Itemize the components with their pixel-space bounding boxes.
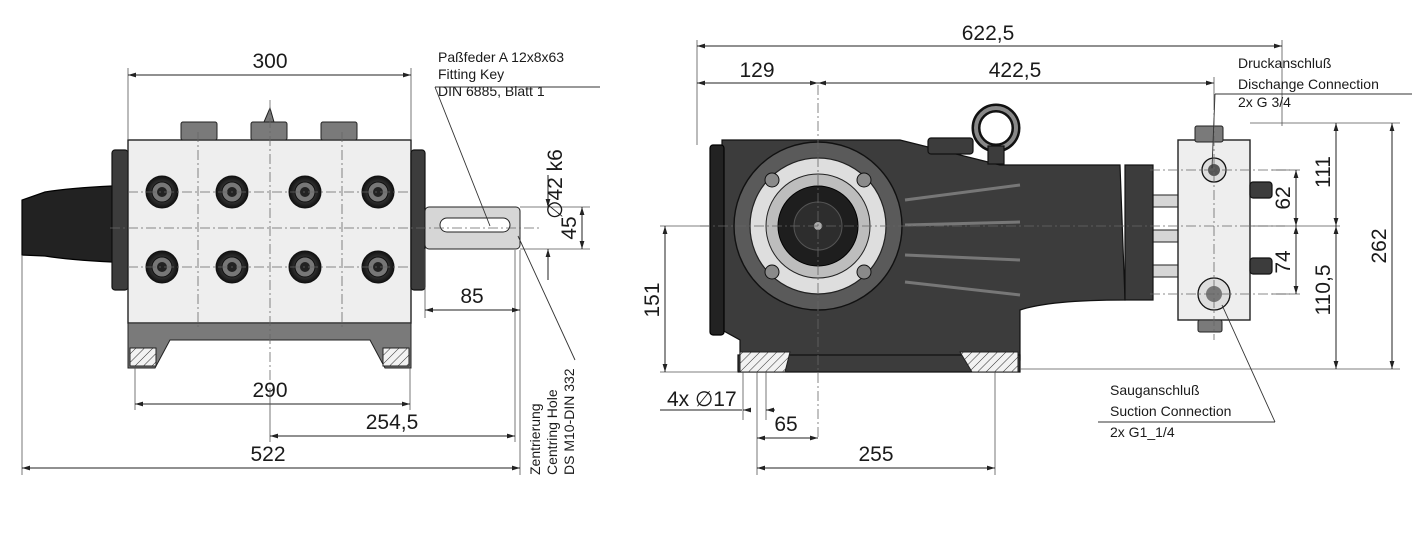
foot-hatch-left — [739, 351, 791, 373]
foot-hatch-right — [959, 351, 1019, 373]
right-flange — [410, 149, 426, 291]
suction-connection-note: Sauganschluß Suction Connection 2x G1_1/… — [1098, 304, 1276, 440]
svg-text:DS M10-DIN 332: DS M10-DIN 332 — [561, 368, 577, 475]
crankcase-foot — [737, 354, 1021, 373]
dim-85: 85 — [460, 285, 483, 308]
crankcase-flange — [709, 144, 725, 336]
svg-text:Centring Hole: Centring Hole — [544, 389, 560, 475]
svg-text:Paßfeder A 12x8x63: Paßfeder A 12x8x63 — [438, 49, 564, 65]
pump-head-block — [127, 139, 412, 324]
dim-255: 255 — [858, 443, 893, 466]
dim-diameter-42-k6: ∅42 k6 — [544, 149, 567, 219]
svg-text:Fitting Key: Fitting Key — [438, 66, 504, 82]
dim-74: 74 — [1272, 250, 1295, 274]
dim-45: 45 — [558, 216, 581, 239]
dim-129: 129 — [739, 59, 774, 82]
lifting-eye — [971, 103, 1021, 165]
dim-65: 65 — [774, 413, 797, 436]
svg-text:Suction Connection: Suction Connection — [1110, 403, 1231, 419]
dim-262: 262 — [1368, 228, 1391, 263]
front-view: 300 290 254,5 522 85 45 ∅42 k6 Paßfeder … — [21, 49, 600, 475]
dim-holes-4x-17: 4x ∅17 — [667, 388, 737, 411]
svg-text:Zentrierung: Zentrierung — [527, 403, 543, 475]
discharge-connection-note: Druckanschluß Dischange Connection 2x G … — [1211, 55, 1412, 169]
dim-522: 522 — [250, 443, 285, 466]
drive-cone — [21, 185, 113, 263]
top-boss — [927, 137, 974, 155]
plunger-rods — [1124, 164, 1181, 301]
dim-622-5: 622,5 — [962, 22, 1015, 45]
dim-62: 62 — [1272, 186, 1295, 209]
manifold-bracket-top — [1194, 125, 1224, 143]
manifold-studs — [1249, 181, 1273, 275]
foot-hatch-right — [382, 347, 410, 367]
pump-foot — [127, 322, 412, 369]
dim-300: 300 — [252, 50, 287, 73]
dim-422-5: 422,5 — [989, 59, 1042, 82]
svg-text:Dischange Connection: Dischange Connection — [1238, 76, 1379, 92]
svg-text:2x G 3/4: 2x G 3/4 — [1238, 94, 1291, 110]
side-view: 622,5 129 422,5 151 4x ∅17 65 255 — [641, 22, 1412, 475]
dim-110-5: 110,5 — [1312, 265, 1335, 316]
svg-text:Sauganschluß: Sauganschluß — [1110, 382, 1200, 398]
shaft-key — [439, 217, 511, 233]
dim-254-5: 254,5 — [366, 411, 419, 434]
dim-111: 111 — [1312, 156, 1335, 188]
foot-hatch-left — [129, 347, 157, 367]
fitting-key-note: Paßfeder A 12x8x63 Fitting Key DIN 6885,… — [434, 49, 600, 227]
left-flange — [111, 149, 129, 291]
centring-hole-note: Zentrierung Centring Hole DS M10-DIN 332 — [517, 235, 577, 475]
manifold-bracket-bottom — [1197, 319, 1223, 333]
dim-151: 151 — [641, 282, 664, 317]
svg-text:2x G1_1/4: 2x G1_1/4 — [1110, 424, 1175, 440]
top-valve-caps — [180, 106, 358, 141]
svg-text:Druckanschluß: Druckanschluß — [1238, 55, 1331, 71]
svg-text:DIN 6885, Blatt 1: DIN 6885, Blatt 1 — [438, 83, 545, 99]
crankcase-ribs — [904, 183, 1021, 297]
